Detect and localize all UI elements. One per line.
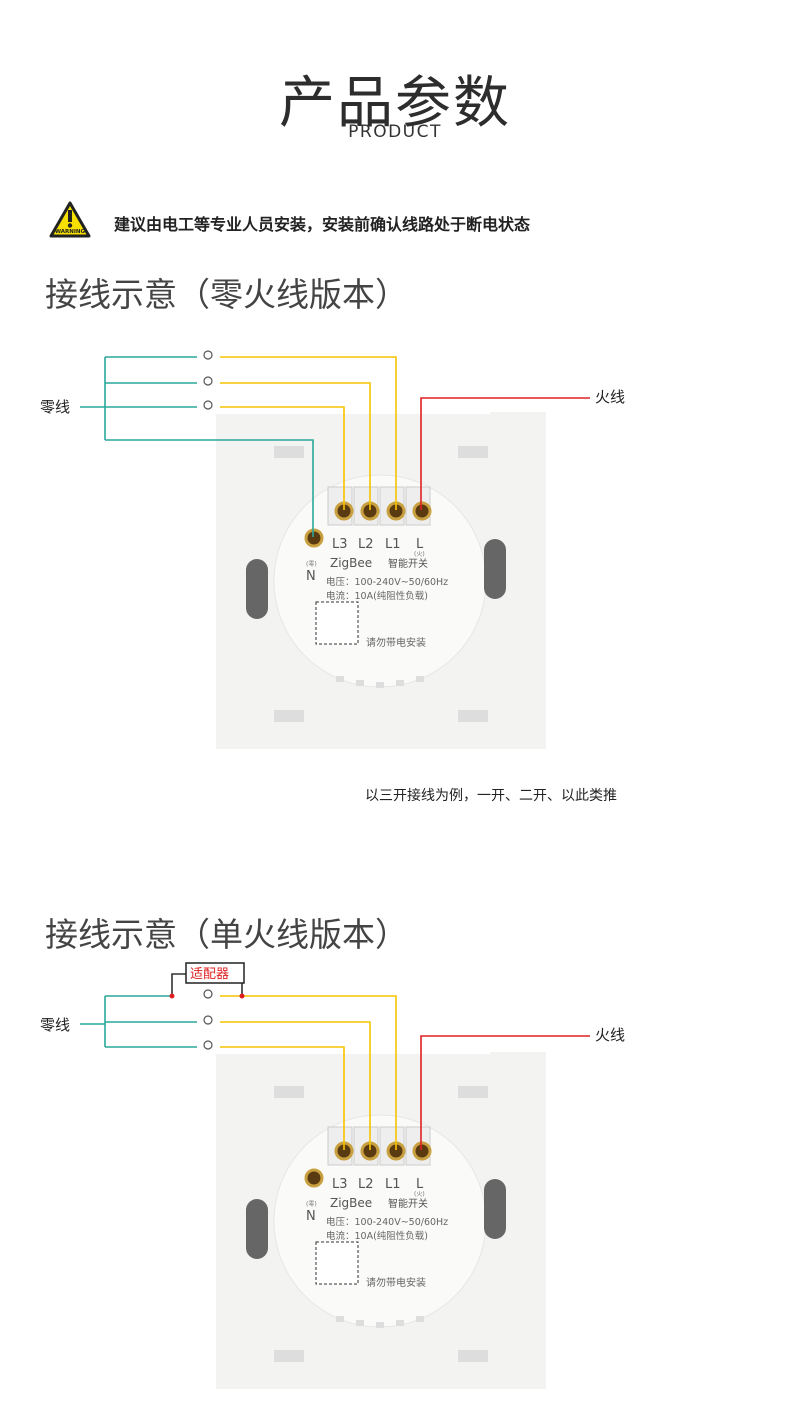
section1-heading: 接线示意（零火线版本） bbox=[45, 275, 408, 314]
neutral-wire bbox=[80, 995, 197, 1048]
neutral-label: 零线 bbox=[40, 1016, 70, 1034]
notice-label: 请勿带电安装 bbox=[366, 636, 426, 649]
live-label: 火线 bbox=[595, 388, 625, 406]
bulb-icon bbox=[203, 350, 213, 410]
current-label: 电流：10A(纯阻性负载) bbox=[326, 1230, 428, 1242]
section2-heading: 接线示意（单火线版本） bbox=[45, 915, 408, 954]
neutral-terminal-sub-label: (零) bbox=[306, 561, 317, 568]
terminal-l2-label: L2 bbox=[358, 537, 374, 552]
switch-panel-1: L3 L2 L1 L (火) (零) N ZigBee 智能开关 电压：100-… bbox=[214, 410, 548, 751]
load-wire bbox=[220, 995, 397, 1150]
neutral-terminal-label: N bbox=[306, 1209, 316, 1224]
terminal-l3-label: L3 bbox=[332, 1177, 348, 1192]
neutral-label: 零线 bbox=[40, 398, 70, 416]
terminal-l2-label: L2 bbox=[358, 1177, 374, 1192]
switch-panel-2: L3 L2 L1 L (火) (零) N ZigBee 智能开关 电压：100-… bbox=[214, 1050, 548, 1391]
terminal-l-label: L bbox=[416, 1177, 424, 1192]
product-label: 智能开关 bbox=[388, 1197, 428, 1210]
page-subtitle: PRODUCT bbox=[348, 122, 442, 142]
terminal-l-label: L bbox=[416, 537, 424, 552]
terminal-l3-label: L3 bbox=[332, 537, 348, 552]
brand-label: ZigBee bbox=[330, 556, 372, 570]
terminal-l1-label: L1 bbox=[385, 537, 401, 552]
product-label: 智能开关 bbox=[388, 557, 428, 570]
voltage-label: 电压：100-240V~50/60Hz bbox=[326, 1216, 448, 1228]
brand-label: ZigBee bbox=[330, 1196, 372, 1210]
wires-2 bbox=[80, 973, 590, 1150]
notice-label: 请勿带电安装 bbox=[366, 1276, 426, 1289]
live-label: 火线 bbox=[595, 1026, 625, 1044]
caption: 以三开接线为例，一开、二开、以此类推 bbox=[365, 788, 617, 804]
adapter-label: 适配器 bbox=[190, 967, 229, 982]
bulb-icon bbox=[203, 989, 213, 1050]
page-title: 产品参数 bbox=[279, 71, 511, 136]
terminal-l-sub-label: (火) bbox=[414, 1191, 425, 1198]
current-label: 电流：10A(纯阻性负载) bbox=[326, 590, 428, 602]
terminal-l-sub-label: (火) bbox=[414, 551, 425, 558]
load-wire bbox=[220, 356, 397, 510]
warning-text: 建议由电工等专业人员安装，安装前确认线路处于断电状态 bbox=[114, 215, 531, 234]
wires-1 bbox=[80, 356, 590, 537]
warning-triangle-icon: WARNING bbox=[49, 201, 91, 238]
warning-icon-label: WARNING bbox=[55, 229, 86, 235]
neutral-wire bbox=[80, 356, 314, 537]
adapter-box bbox=[185, 962, 245, 984]
live-wire bbox=[420, 397, 590, 510]
live-wire bbox=[420, 1035, 590, 1150]
neutral-terminal-sub-label: (零) bbox=[306, 1201, 317, 1208]
neutral-terminal-label: N bbox=[306, 569, 316, 584]
voltage-label: 电压：100-240V~50/60Hz bbox=[326, 576, 448, 588]
terminal-l1-label: L1 bbox=[385, 1177, 401, 1192]
